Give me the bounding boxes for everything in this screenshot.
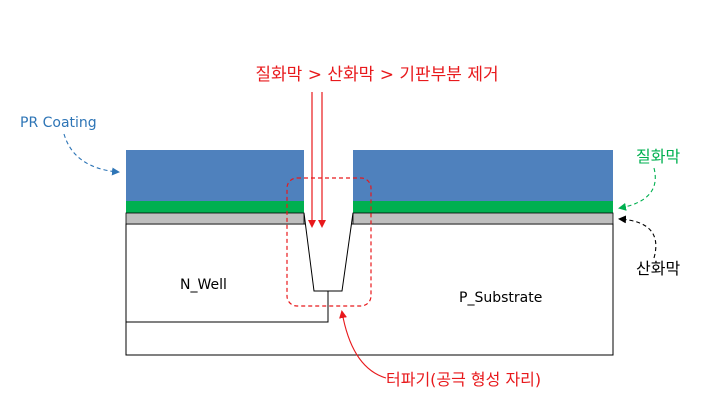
trench-outline <box>303 212 354 292</box>
oxide-right <box>352 212 614 225</box>
n-well-boundary <box>126 291 329 323</box>
pr-coating-right <box>353 150 613 201</box>
oxide-arrow <box>618 215 657 259</box>
oxide-left <box>125 212 305 225</box>
substrate-outline <box>125 223 614 356</box>
process-label: 질화막 > 산화막 > 기판부분 제거 <box>255 65 498 85</box>
pr-coating-arrow <box>63 133 120 176</box>
trench <box>304 213 353 291</box>
nitride-right <box>353 201 613 213</box>
p-substrate-label: P_Substrate <box>459 290 542 306</box>
oxide-label: 산화막 <box>636 259 680 278</box>
trench-highlight-box <box>286 177 372 307</box>
nitride-arrow <box>618 167 656 211</box>
trench-label-arrow <box>339 310 387 379</box>
n-well-label: N_Well <box>180 277 227 293</box>
pr-coating-left <box>126 150 304 201</box>
nitride-left <box>126 201 304 213</box>
trench-label: 터파기(공극 형성 자리) <box>386 370 541 389</box>
pr-coating-label: PR Coating <box>20 115 97 131</box>
nitride-label: 질화막 <box>636 147 680 166</box>
